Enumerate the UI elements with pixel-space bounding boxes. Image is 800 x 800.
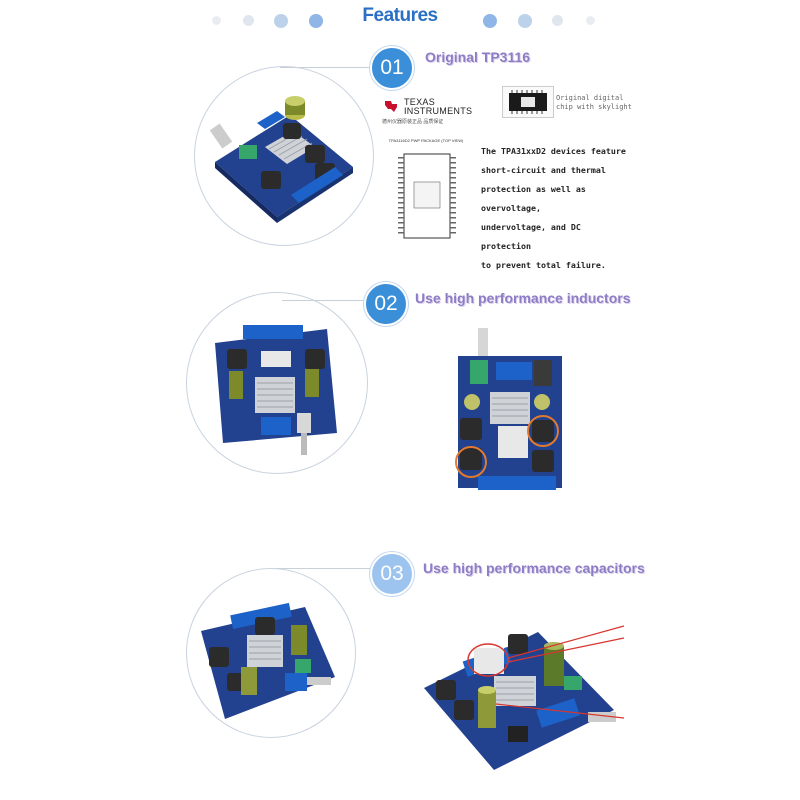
ti-logo (383, 98, 399, 119)
protection-description: The TPA31xxD2 devices feature short-circ… (481, 142, 631, 275)
highlight-ring (467, 643, 509, 677)
board-photo-circle-1 (194, 66, 374, 246)
section-number-badge: 03 (370, 552, 414, 596)
chip-image (509, 90, 547, 114)
pinout-title: TPA3116D2 PWP PACKAGE (TOP VIEW) (388, 138, 464, 143)
board-photo-circle-2 (186, 292, 368, 474)
chip-caption-line: Original digital (556, 94, 624, 102)
capacitor-highlight-image (424, 625, 625, 770)
decor-dot (309, 14, 323, 28)
brand-line-1: TEXAS (404, 97, 436, 107)
section-title: Use high performance inductors (415, 290, 631, 306)
section-title: Original TP3116 (425, 49, 531, 65)
divider-line (276, 568, 372, 569)
chip-caption: Original digital chip with skylight (556, 94, 632, 112)
highlight-ring (455, 446, 487, 478)
decor-dot (552, 15, 563, 26)
inductor-highlight-image (455, 328, 562, 490)
amplifier-board-image (209, 96, 353, 223)
divider-line (282, 300, 364, 301)
description-line: undervoltage, and DC protection (481, 222, 581, 251)
amplifier-board-image (215, 325, 337, 455)
texas-state-icon (385, 101, 397, 112)
annotation-line (495, 703, 625, 719)
page-title: Features (362, 5, 438, 26)
description-line: The TPA31xxD2 devices feature (481, 146, 626, 156)
chip-caption-line: chip with skylight (556, 103, 632, 111)
decor-dot (483, 14, 497, 28)
decor-dot (212, 16, 221, 25)
description-line: to prevent total failure. (481, 260, 606, 270)
chip-photo (502, 86, 554, 118)
highlight-ring (527, 415, 559, 447)
annotation-line (507, 637, 625, 663)
divider-line (280, 67, 370, 68)
description-line: protection as well as overvoltage, (481, 184, 586, 213)
section-number-badge: 02 (364, 282, 408, 326)
annotation-line (507, 625, 625, 659)
pinout-diagram (398, 153, 456, 239)
section-title: Use high performance capacitors (423, 560, 645, 576)
decor-dot (274, 14, 288, 28)
section-number-badge: 01 (370, 46, 414, 90)
ti-brand-name: TEXAS INSTRUMENTS (404, 98, 472, 116)
ti-subtitle: 德州仪器原装正品 品质保证 (382, 119, 444, 125)
decor-dot (518, 14, 532, 28)
amplifier-board-image (201, 602, 335, 719)
board-photo-circle-3 (186, 568, 356, 738)
decor-dot (243, 15, 254, 26)
description-line: short-circuit and thermal (481, 165, 606, 175)
brand-line-2: INSTRUMENTS (404, 106, 473, 116)
decor-dot (586, 16, 595, 25)
